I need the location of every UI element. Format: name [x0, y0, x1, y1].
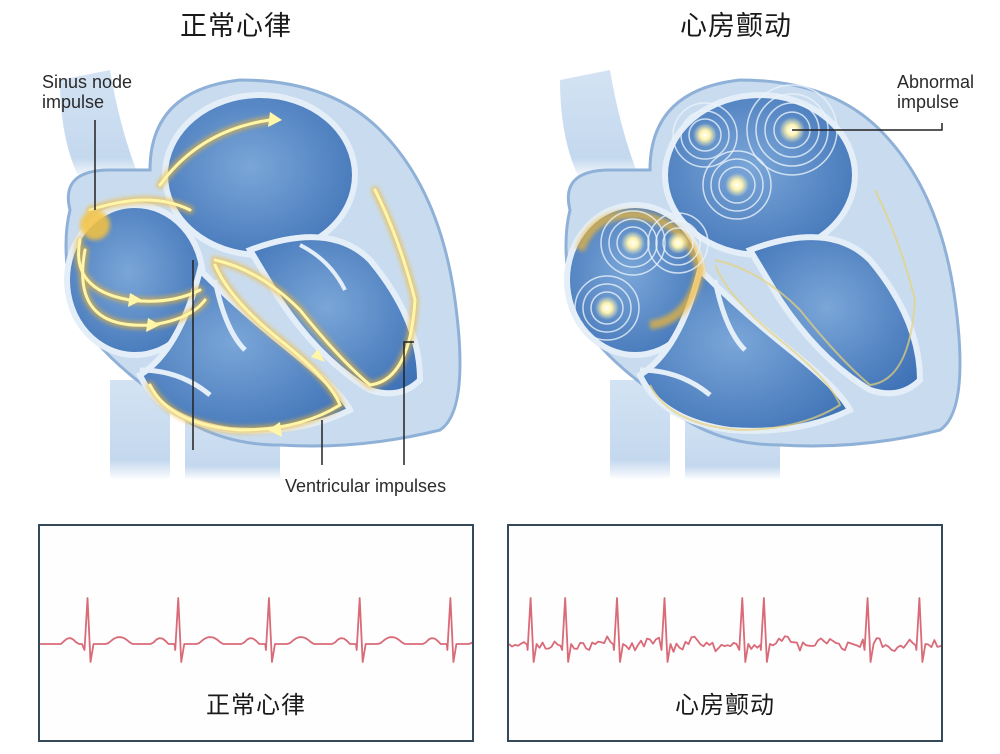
sinus-node [80, 210, 110, 240]
left-ventricle [245, 234, 424, 397]
normal-ecg-trace [40, 597, 472, 663]
normal-ecg-panel: 正常心律 [38, 524, 474, 742]
afib-heart-illustration [560, 70, 962, 480]
electrical-impulse-paths [74, 112, 420, 437]
afib-ecg-label: 心房颤动 [675, 691, 775, 719]
normal-ecg-label: 正常心律 [206, 691, 306, 719]
impulse-focus [647, 212, 709, 274]
abnormal-impulse-callout: Abnormal impulse [897, 72, 975, 112]
sinus-node-callout: Sinus node impulse [42, 72, 133, 112]
ecg-line [40, 597, 472, 663]
ecg-line [509, 597, 941, 663]
impulse-focus [672, 102, 738, 168]
superior-vena-cava [60, 70, 140, 180]
abnormal-impulse-callout-line [792, 123, 943, 131]
afib-title: 心房颤动 [680, 11, 792, 42]
normal-rhythm-title: 正常心律 [180, 11, 292, 42]
inferior-vessel-left [110, 380, 170, 480]
ventricular-callout-line-2 [403, 341, 414, 465]
abnormal-impulse-foci [574, 84, 838, 341]
impulse-arrowheads [128, 112, 325, 437]
ventricular-impulses-callout: Ventricular impulses [285, 476, 447, 496]
impulse-focus [702, 150, 772, 220]
afib-ecg-trace [509, 597, 941, 663]
impulse-focus [574, 275, 640, 341]
impulse-focus [600, 210, 666, 276]
afib-ecg-panel: 心房颤动 [507, 524, 943, 742]
normal-heart-illustration [60, 70, 462, 480]
